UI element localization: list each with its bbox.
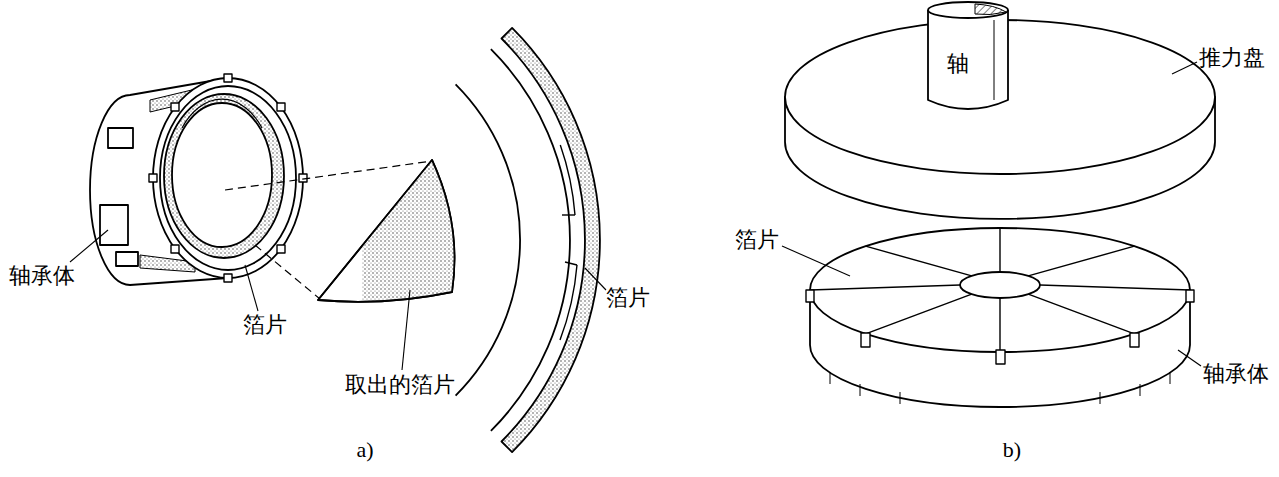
extracted-foil <box>318 160 455 302</box>
leader-lines <box>782 62 1201 366</box>
housing-slot <box>108 128 133 148</box>
housing-slot <box>100 205 128 245</box>
foil-step <box>560 265 577 340</box>
part-label: 箔片 <box>735 228 779 252</box>
housing-inner-rim <box>160 86 296 270</box>
figure-label: b) <box>1003 438 1021 462</box>
foil-step <box>560 145 575 215</box>
bearing-bore <box>172 103 272 247</box>
shaft-arc <box>456 84 520 395</box>
housing-arc-band <box>502 28 600 452</box>
housing-slot <box>116 252 138 266</box>
part-label: 箔片 <box>243 313 287 337</box>
shaft-shading <box>994 20 995 100</box>
thrust-foil-pads <box>810 228 1190 352</box>
rim-notches <box>149 74 307 282</box>
part-label: 箔片 <box>606 286 650 310</box>
housing-front-face <box>153 78 303 278</box>
part-label: 轴 <box>947 52 969 76</box>
part-label: 轴承体 <box>1203 362 1269 386</box>
part-label: 推力盘 <box>1199 46 1265 70</box>
foil-step <box>562 214 575 215</box>
extracted-foil-outline <box>318 160 455 302</box>
figure-label: a) <box>356 438 373 462</box>
shaft <box>928 10 1008 109</box>
foil-ring <box>164 94 284 258</box>
foil-tabs <box>806 290 1194 364</box>
shaft-section <box>975 4 1006 15</box>
shaft-end <box>928 2 1008 18</box>
thrust-housing-hub <box>960 272 1040 298</box>
housing-ribs <box>830 372 1170 404</box>
thrust-housing-top <box>810 228 1190 352</box>
part-label: 轴承体 <box>9 264 75 288</box>
leader-lines <box>70 230 606 370</box>
foil-step <box>565 262 577 265</box>
projection-line <box>225 161 432 190</box>
projection-line <box>255 245 320 299</box>
part-label: 取出的箔片 <box>345 373 455 397</box>
bore-edge <box>182 99 262 128</box>
